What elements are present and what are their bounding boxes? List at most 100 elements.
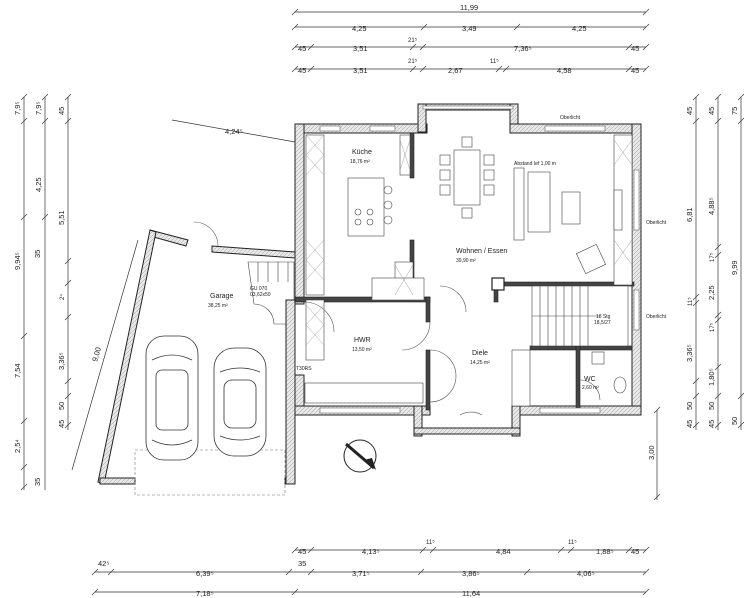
car-left xyxy=(145,335,199,461)
dim-bot-overall-b: 11,64 xyxy=(462,589,480,598)
dim-top-r3-a: 45 xyxy=(298,44,306,53)
note-abstand: Abstand Ief 1,00 m xyxy=(514,161,556,167)
dim-top-r4-d: 2,67 xyxy=(448,66,463,75)
dim-top-r4-g: 45 xyxy=(631,66,639,75)
dim-right-inner-5: 50 xyxy=(685,402,694,410)
dim-diag-top: 4,24⁵ xyxy=(225,127,243,136)
dim-left-mid-2: 4,25 xyxy=(34,177,43,192)
chimney xyxy=(491,277,505,291)
diagonal-dimensions xyxy=(71,119,296,471)
dim-right-inner-1: 45 xyxy=(685,107,694,115)
garage-walls xyxy=(97,229,296,485)
dim-left-inner-5: 50 xyxy=(57,402,66,410)
dim-bot-r1-e: 11⁵ xyxy=(568,539,577,546)
dim-bot-r1-f: 1,88⁵ xyxy=(596,547,614,556)
garage-door xyxy=(134,449,286,496)
dim-right-inner-6: 45 xyxy=(685,420,694,428)
dim-right-mid-8: 45 xyxy=(707,420,716,428)
dim-right-mid-2: 4,88⁵ xyxy=(707,197,716,215)
dim-right-inner-4: 3,36⁵ xyxy=(685,344,694,362)
dim-left-outer-5: 2,5⁴ xyxy=(13,439,22,453)
dim-bot-overall-a: 7,18⁵ xyxy=(196,589,214,598)
room-wc-area: 2,60 m² xyxy=(582,385,599,391)
stairs-garage xyxy=(247,261,295,325)
dim-bot-r1-a: 45 xyxy=(298,547,306,556)
dim-top-r4-b: 3,51 xyxy=(353,66,368,75)
dim-bot-r2-b: 6,39⁵ xyxy=(196,569,214,578)
dim-left-inner-1: 45 xyxy=(57,107,66,115)
dim-top-r3-d: 7,36⁵ xyxy=(514,44,532,53)
dim-bot-r2-c: 35 xyxy=(298,559,306,568)
dim-top-overall: 11,99 xyxy=(460,3,478,12)
dim-bot-r2-e: 3,86⁵ xyxy=(462,569,480,578)
note-oberlicht-right1: Oberlicht xyxy=(646,220,667,226)
dim-right-outer-2: 9,99 xyxy=(730,260,739,275)
hob xyxy=(354,208,374,226)
dim-bot-r2-a: 42⁵ xyxy=(98,559,109,568)
dim-right-mid-4: 2,25 xyxy=(707,285,716,300)
room-wc-name: WC xyxy=(584,376,596,383)
dim-bot-r1-c: 11⁵ xyxy=(426,539,435,546)
right-dimensions xyxy=(692,93,745,430)
dim-right-outer-1: 75 xyxy=(730,107,739,115)
dim-left-outer-3: 35 xyxy=(33,250,42,258)
top-dimensions xyxy=(291,8,650,73)
dim-top-r2-c: 4,25 xyxy=(572,24,587,33)
dim-right-mid-5: 17⁵ xyxy=(709,322,716,332)
room-garage-area: 38,25 m² xyxy=(208,303,228,309)
room-hwr-area: 13,50 m² xyxy=(352,347,372,353)
dim-right-mid-3: 17⁵ xyxy=(709,252,716,262)
dining-table xyxy=(439,136,495,219)
dim-top-r3-e: 45 xyxy=(631,44,639,53)
stair-ratio: 18,5/27 xyxy=(594,320,611,326)
dim-left-inner-3: 2⁴ xyxy=(59,294,66,300)
dim-bot-r2-f: 4,06⁵ xyxy=(577,569,595,578)
dim-left-outer-2: 9,94⁵ xyxy=(13,252,22,270)
dim-right-mid-7: 50 xyxy=(707,402,716,410)
room-diele-area: 14,25 m² xyxy=(470,360,490,366)
dim-left-inner-4: 3,36⁵ xyxy=(57,352,66,370)
dim-right-mid-1: 45 xyxy=(707,107,716,115)
dim-right-outer-3: 50 xyxy=(730,417,739,425)
living-furniture xyxy=(513,167,623,275)
room-kueche-name: Küche xyxy=(352,149,372,156)
dim-right-inner-3: 11⁵ xyxy=(687,297,694,306)
room-garage-name: Garage xyxy=(210,293,233,300)
dim-top-r4-a: 45 xyxy=(298,66,306,75)
north-arrow-icon xyxy=(343,439,377,473)
room-kueche-area: 18,76 m² xyxy=(350,159,370,165)
wc-fixtures xyxy=(591,351,627,394)
dim-left-inner-6: 45 xyxy=(57,420,66,428)
room-gu-name: GU 070 xyxy=(250,286,267,292)
dim-top-r4-e: 11⁵ xyxy=(490,58,499,65)
room-gu-area: 03,62x50 xyxy=(250,292,271,298)
cabinet-crosses xyxy=(305,134,633,346)
dim-right-inner-2: 6,81 xyxy=(685,207,694,222)
dim-left-outer-4: 7,54 xyxy=(13,363,22,378)
dim-top-r2-a: 4,25 xyxy=(352,24,367,33)
dim-left-inner-2: 5,51 xyxy=(57,210,66,225)
dim-right-mid-6: 1,80⁵ xyxy=(707,368,716,386)
stair-count: 18 Stg xyxy=(596,314,611,320)
dim-diag-garage: 9,00 xyxy=(90,346,103,363)
car-right xyxy=(213,347,267,457)
room-wohnen-name: Wohnen / Essen xyxy=(456,248,507,255)
dim-left-mid-1: 7,9⁵ xyxy=(34,101,43,115)
dim-front-3: 3,00 xyxy=(647,445,656,460)
dim-top-r4-f: 4,58 xyxy=(557,66,572,75)
dim-bot-r1-b: 4,13⁵ xyxy=(362,547,380,556)
dim-left-outer-6: 35 xyxy=(33,478,42,486)
dim-top-r4-c: 21⁵ xyxy=(408,58,418,65)
dim-bot-r1-g: 45 xyxy=(631,547,639,556)
bottom-dimensions xyxy=(91,406,661,596)
note-oberlicht-right2: Oberlicht xyxy=(646,314,667,320)
door-swings xyxy=(193,221,601,416)
note-door-t30rs: T30RS xyxy=(296,366,312,372)
dim-bot-r2-d: 3,71⁵ xyxy=(352,569,370,578)
dim-top-r3-c: 21⁵ xyxy=(408,37,418,44)
windows xyxy=(319,105,640,414)
dim-left-outer-1: 7,9⁵ xyxy=(13,101,22,115)
note-oberlicht-top: Oberlicht xyxy=(560,115,581,121)
dim-bot-r1-d: 4,84 xyxy=(496,547,511,556)
